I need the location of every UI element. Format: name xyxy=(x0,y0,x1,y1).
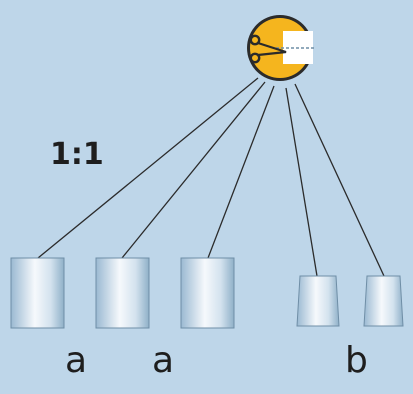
connector-line-3 xyxy=(207,85,275,259)
tapered-container-2 xyxy=(363,275,404,327)
connector-line-2 xyxy=(121,81,266,259)
container-label-4: b xyxy=(345,340,368,381)
tube-container-2 xyxy=(95,257,150,329)
tube-container-3 xyxy=(180,257,235,329)
connector-line-5 xyxy=(294,83,385,277)
tapered-container-1 xyxy=(296,275,340,327)
connector-line-1 xyxy=(37,77,259,259)
ratio-label: 1:1 xyxy=(50,137,104,172)
connector-line-4 xyxy=(285,87,318,277)
container-label-1: a xyxy=(65,340,88,381)
container-label-2: a xyxy=(152,340,175,381)
tube-container-1 xyxy=(10,257,65,329)
scissors-cut-icon xyxy=(247,15,314,81)
